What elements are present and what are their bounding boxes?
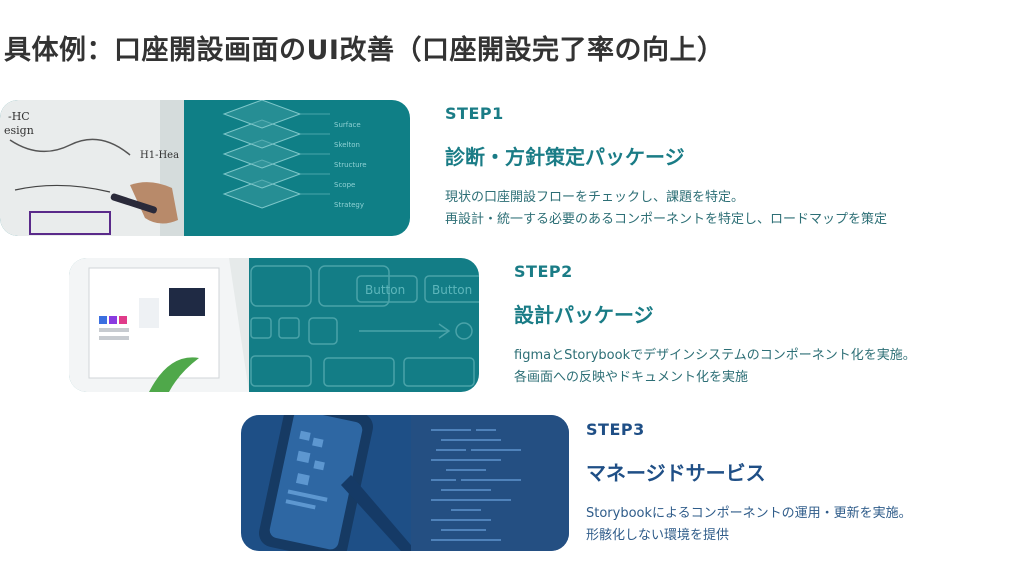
- layer-label-scope: Scope: [334, 181, 355, 189]
- layer-label-skelton: Skelton: [334, 141, 360, 149]
- step1-heading: 診断・方針策定パッケージ: [445, 145, 685, 169]
- step1-image-card: -HC esign H1-Hea Surface Skelton Structu…: [0, 100, 410, 236]
- step3-label: STEP3: [586, 420, 645, 439]
- page-title: 具体例：口座開設画面のUI改善（口座開設完了率の向上）: [4, 35, 725, 66]
- step2-description: figmaとStorybookでデザインシステムのコンポーネント化を実施。 各画…: [514, 345, 916, 389]
- step2-desc-line-2: 各画面への反映やドキュメント化を実施: [514, 370, 749, 385]
- step3-text: STEP3 マネージドサービス Storybookによるコンポーネントの運用・更…: [586, 420, 912, 547]
- layer-label-surface: Surface: [334, 121, 361, 129]
- step1-text: STEP1 診断・方針策定パッケージ 現状の口座開設フローをチェックし、課題を特…: [445, 104, 887, 231]
- step1-desc-line-2: 再設計・統一する必要のあるコンポーネントを特定し、ロードマップを策定: [445, 212, 888, 227]
- whiteboard-text-3: H1-Hea: [140, 150, 179, 161]
- step2-text: STEP2 設計パッケージ figmaとStorybookでデザインシステムのコ…: [514, 262, 916, 389]
- step1-desc-line-1: 現状の口座開設フローをチェックし、課題を特定。: [445, 190, 745, 205]
- step3-desc-line-2: 形骸化しない環境を提供: [586, 528, 730, 543]
- step1-label: STEP1: [445, 104, 504, 123]
- layer-diagram: [222, 100, 302, 209]
- layer-label-structure: Structure: [334, 161, 367, 169]
- step3-desc-line-1: Storybookによるコンポーネントの運用・更新を実施。: [586, 506, 912, 521]
- layer-label-strategy: Strategy: [334, 201, 364, 209]
- button-label-1: Button: [365, 283, 405, 297]
- whiteboard-text-1: -HC: [8, 110, 30, 123]
- step2-image-card: Button Button: [69, 258, 479, 392]
- step2-desc-line-1: figmaとStorybookでデザインシステムのコンポーネント化を実施。: [514, 348, 916, 363]
- step1-description: 現状の口座開設フローをチェックし、課題を特定。 再設計・統一する必要のあるコンポ…: [445, 187, 887, 231]
- button-label-2: Button: [432, 283, 472, 297]
- step3-heading: マネージドサービス: [586, 461, 766, 485]
- step2-label: STEP2: [514, 262, 573, 281]
- step2-heading: 設計パッケージ: [514, 303, 654, 327]
- step3-image-card: [241, 415, 569, 551]
- step3-description: Storybookによるコンポーネントの運用・更新を実施。 形骸化しない環境を提…: [586, 503, 912, 547]
- whiteboard-text-2: esign: [4, 124, 34, 137]
